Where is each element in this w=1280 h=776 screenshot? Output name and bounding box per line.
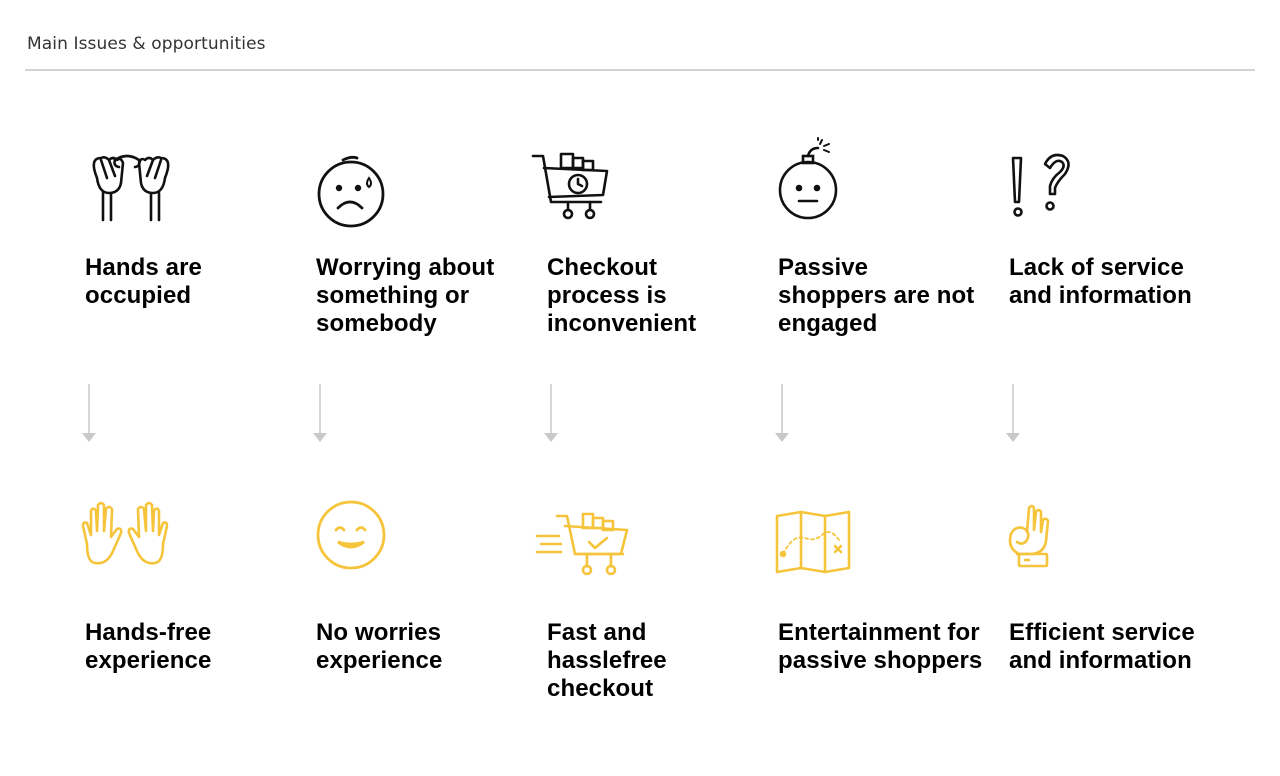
column-worries: Worrying about something or somebody No …: [313, 0, 516, 776]
holding-hands-icon: [85, 138, 185, 228]
opportunity-label: Fast and hasslefree checkout: [547, 619, 667, 702]
opportunity-label: Hands-free experience: [85, 619, 212, 674]
opportunity-label: Entertainment for passive shoppers: [778, 619, 983, 674]
opportunity-label: No worries experience: [316, 619, 443, 674]
column-hands: Hands are occupied Hands-free experience: [81, 0, 285, 776]
arrow-down-icon: [313, 384, 327, 442]
issue-label: Lack of service and information: [1009, 254, 1192, 309]
open-hands-icon: [79, 494, 179, 584]
column-passive: Passive shoppers are not engaged Enterta…: [775, 0, 982, 776]
page-title: Main Issues & opportunities: [27, 34, 266, 54]
exclamation-question-icon: [1009, 150, 1109, 240]
ok-hand-icon: [1007, 502, 1107, 592]
cart-clock-icon: [531, 150, 631, 240]
arrow-down-icon: [544, 384, 558, 442]
issue-label: Passive shoppers are not engaged: [778, 254, 975, 337]
issue-label: Checkout process is inconvenient: [547, 254, 697, 337]
bomb-face-icon: [778, 137, 878, 228]
column-service: Lack of service and information Efficien…: [1006, 0, 1209, 776]
opportunity-label: Efficient service and information: [1009, 619, 1195, 674]
fast-cart-check-icon: [535, 512, 635, 602]
treasure-map-icon: [775, 510, 875, 600]
arrow-down-icon: [1006, 384, 1020, 442]
issue-label: Worrying about something or somebody: [316, 254, 495, 337]
column-checkout: Checkout process is inconvenient Fast an…: [531, 0, 747, 776]
worried-face-icon: [316, 138, 416, 228]
arrow-down-icon: [82, 384, 96, 442]
arrow-down-icon: [775, 384, 789, 442]
smiling-face-icon: [316, 500, 416, 590]
header: Main Issues & opportunities: [25, 0, 1255, 71]
issue-label: Hands are occupied: [85, 254, 202, 309]
